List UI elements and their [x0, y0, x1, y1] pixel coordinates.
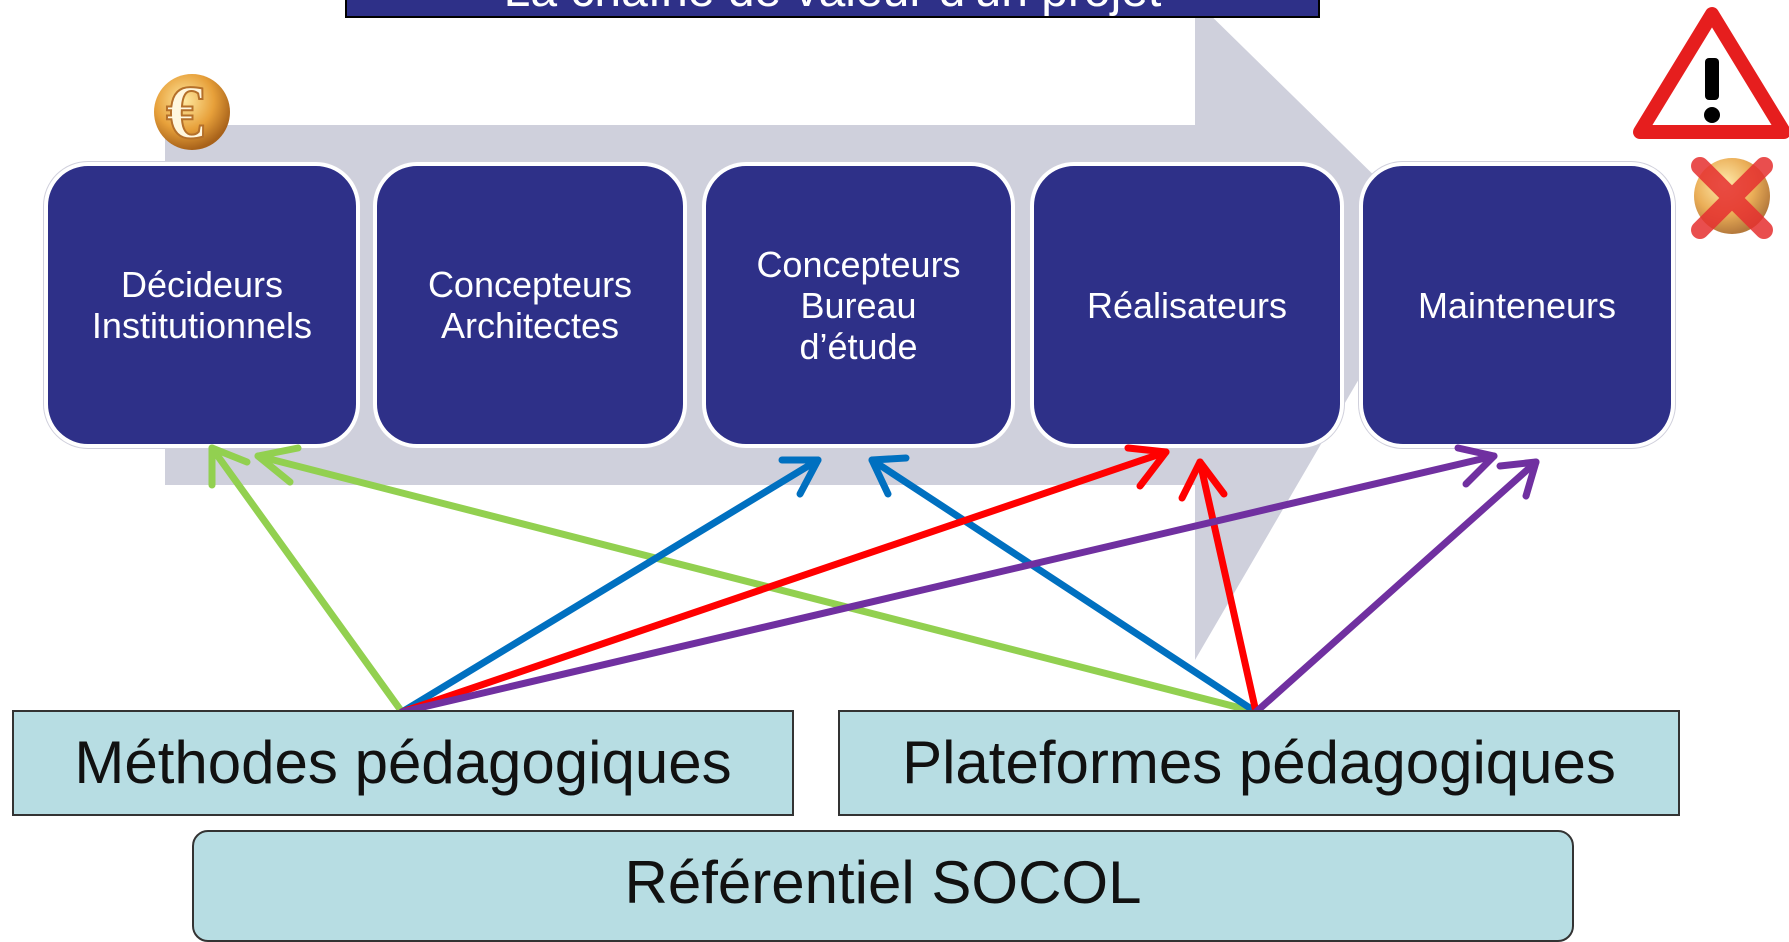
red-arrows — [398, 444, 1260, 716]
referentiel-socol-box: Référentiel SOCOL — [192, 830, 1574, 942]
svg-text:€: € — [166, 71, 204, 155]
plateformes-pedagogiques-box: Plateformes pédagogiques — [838, 710, 1680, 816]
stage-concepteurs-bureau: Concepteurs Bureau d’étude — [702, 162, 1015, 448]
purple-arrows — [398, 444, 1540, 716]
green-arrows — [208, 444, 1260, 716]
blue-arrows — [398, 454, 1260, 716]
methodes-pedagogiques-box: Méthodes pédagogiques — [12, 710, 794, 816]
page-title: La chaîne de valeur d'un projet — [345, 0, 1320, 18]
stage-mainteneurs: Mainteneurs — [1359, 162, 1675, 448]
stage-realisateurs: Réalisateurs — [1030, 162, 1344, 448]
stage-decideurs: Décideurs Institutionnels — [44, 162, 360, 448]
stage-concepteurs-architectes: Concepteurs Architectes — [373, 162, 687, 448]
